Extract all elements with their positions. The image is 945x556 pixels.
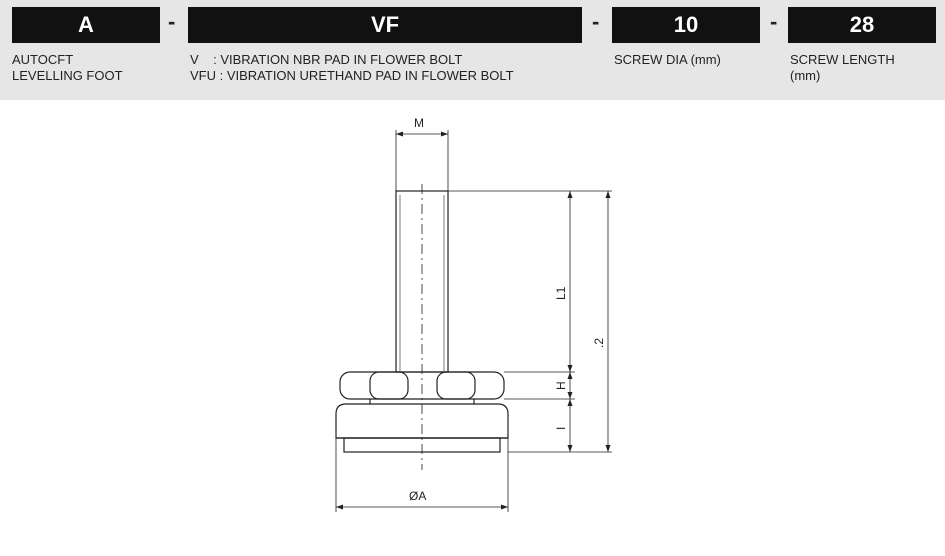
ordering-code-bar: A - VF - 10 - 28 AUTOCFT LEVELLING FOOT … xyxy=(0,0,945,100)
code-box-a: A xyxy=(12,7,160,43)
code-a-text: A xyxy=(78,12,94,37)
dimension-diameter-a xyxy=(335,438,509,512)
desc-vf-line-2: VFU : VIBRATION URETHAND PAD IN FLOWER B… xyxy=(190,68,514,83)
desc-vf-line-1: V : VIBRATION NBR PAD IN FLOWER BOLT xyxy=(190,52,463,67)
desc-10-line-1: SCREW DIA (mm) xyxy=(614,52,721,67)
separator-2: - xyxy=(592,9,600,34)
label-h: H xyxy=(554,381,568,390)
desc-28: SCREW LENGTH (mm) xyxy=(790,52,895,84)
dimension-i xyxy=(508,399,612,453)
desc-28-line-1: SCREW LENGTH xyxy=(790,52,895,67)
desc-28-line-2: (mm) xyxy=(790,68,821,83)
desc-a-line-1: AUTOCFT xyxy=(12,52,74,67)
label-l1: L1 xyxy=(554,286,568,300)
desc-vf: V : VIBRATION NBR PAD IN FLOWER BOLT VFU… xyxy=(190,52,514,84)
code-vf-text: VF xyxy=(370,12,400,37)
code-box-10: 10 xyxy=(612,7,760,43)
code-box-vf: VF xyxy=(188,7,582,43)
label-diameter-a: ØA xyxy=(409,489,426,503)
desc-a: AUTOCFT LEVELLING FOOT xyxy=(12,52,123,84)
desc-10: SCREW DIA (mm) xyxy=(614,52,721,68)
label-i: I xyxy=(554,427,568,430)
code-10-text: 10 xyxy=(673,12,699,37)
separator-1: - xyxy=(168,9,176,34)
dimension-l1 xyxy=(448,190,612,373)
separator-3: - xyxy=(770,9,778,34)
desc-a-line-2: LEVELLING FOOT xyxy=(12,68,123,83)
label-m: M xyxy=(414,116,424,130)
code-28-text: 28 xyxy=(849,12,875,37)
label-l: .2 xyxy=(592,338,606,348)
dimension-m xyxy=(395,130,449,191)
code-box-28: 28 xyxy=(788,7,936,43)
